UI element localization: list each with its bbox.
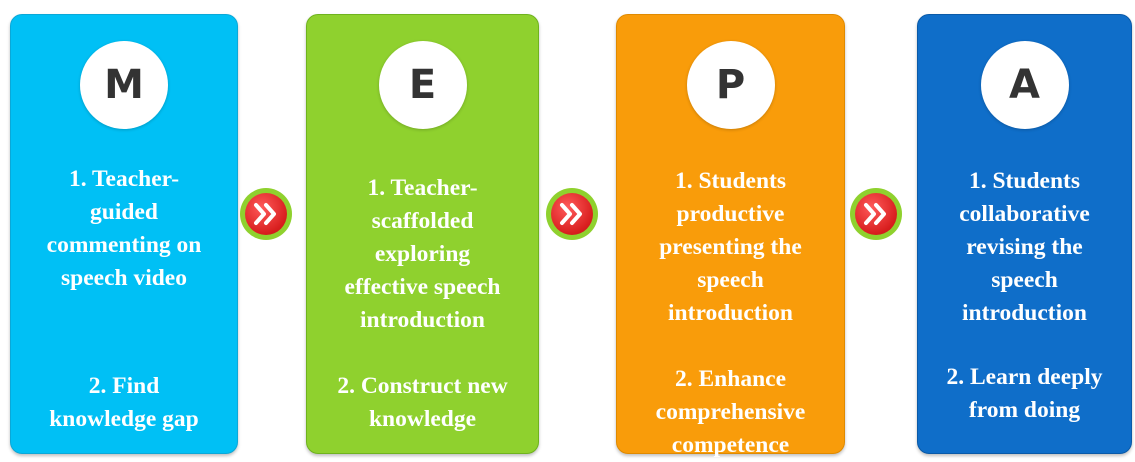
step-activity-1: 1. Students collaborative revising the s… [959,168,1090,326]
step-letter: E [408,62,437,108]
step-activity-2: 2. Learn deeply from doing [946,364,1103,423]
step-card-a: A 1. Students collaborative revising the… [917,14,1132,454]
double-chevron-right-icon [850,188,902,240]
step-activity-2: 2. Enhance comprehensive competence [655,366,806,458]
double-chevron-right-icon [240,188,292,240]
step-activity-1: 1. Teacher- guided commenting on speech … [46,166,202,291]
step-activity-2: 2. Construct new knowledge [337,373,508,432]
step-card-m: M 1. Teacher- guided commenting on speec… [10,14,238,454]
step-letter: A [1009,62,1040,108]
double-chevron-right-icon [546,188,598,240]
step-activity-1: 1. Teacher- scaffolded exploring effecti… [344,175,501,333]
step-letter-circle: A [980,41,1069,129]
step-card-p: P 1. Students productive presenting the … [616,14,845,458]
step-activity-2: 2. Find knowledge gap [49,373,199,432]
step-letter: M [104,62,144,108]
step-activity-1: 1. Students productive presenting the sp… [659,168,802,326]
step-card-e: E 1. Teacher- scaffolded exploring effec… [306,14,539,454]
step-letter-circle: M [80,41,168,129]
step-letter-circle: E [378,41,467,129]
step-letter: P [715,62,746,108]
step-letter-circle: P [686,41,775,129]
